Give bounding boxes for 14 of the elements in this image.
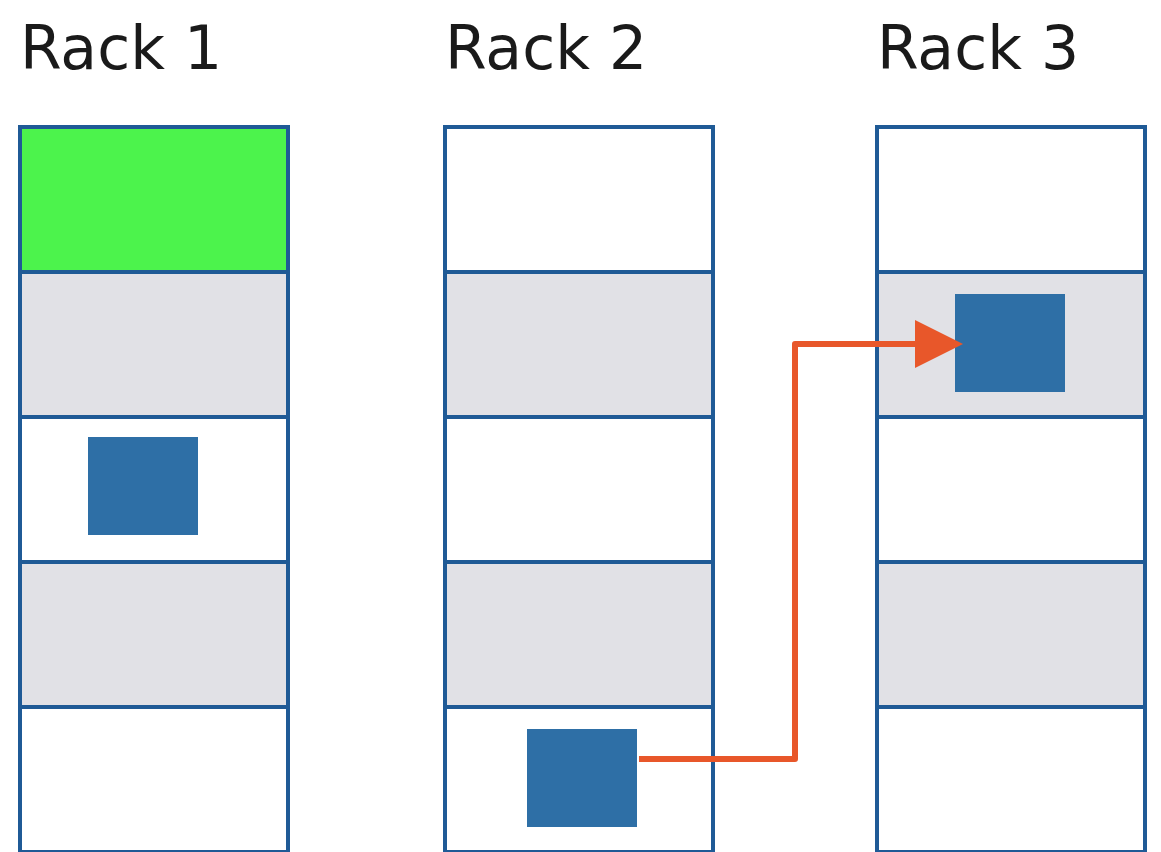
server-block	[527, 729, 637, 827]
rack-slot	[879, 564, 1143, 709]
rack-slot	[447, 564, 711, 709]
rack-slot	[22, 564, 286, 709]
server-block	[88, 437, 198, 535]
rack-label: Rack 1	[20, 18, 223, 78]
rack-slot	[447, 274, 711, 419]
rack-label: Rack 3	[877, 18, 1080, 78]
server-block	[955, 294, 1065, 392]
rack-slot	[22, 129, 286, 274]
arrow	[639, 320, 963, 762]
rack-slot	[879, 274, 1143, 419]
rack-label: Rack 2	[445, 18, 648, 78]
rack-slot	[22, 274, 286, 419]
